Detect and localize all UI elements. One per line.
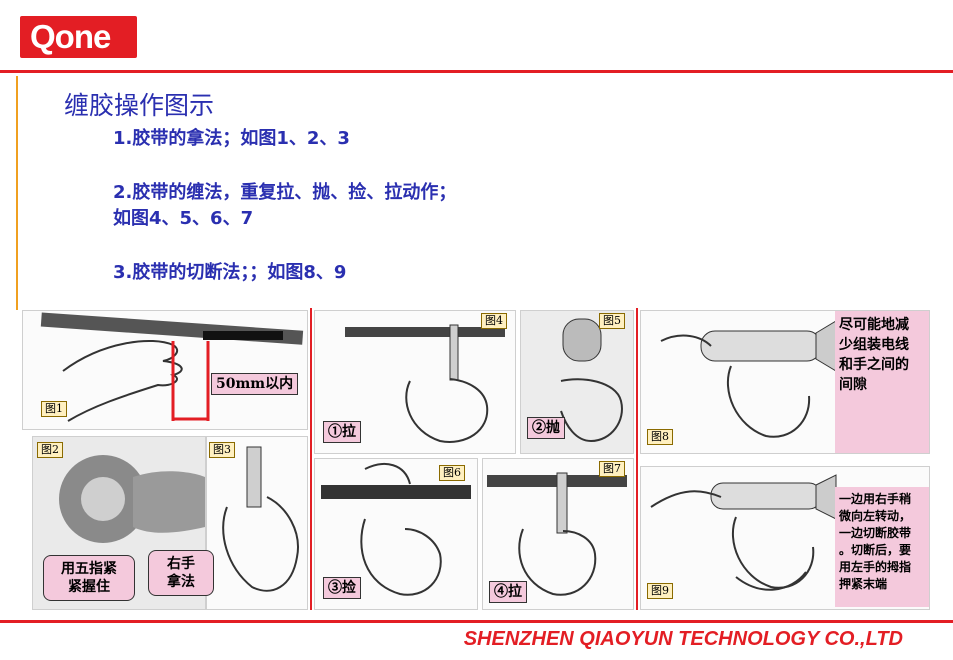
step-3-text: 3.胶带的切断法；；如图8、9	[113, 262, 347, 283]
figure-7-tag: 图7	[599, 461, 625, 477]
figure-2-callout-line-2: 紧握住	[68, 579, 110, 595]
company-logo: Qone	[20, 16, 137, 58]
left-accent-bar	[16, 76, 18, 310]
separator-left	[310, 308, 312, 610]
figure-5-label: ②抛	[527, 417, 565, 439]
step-2-figures: 如图4、5、6、7	[113, 208, 254, 229]
figure-9-note-line-5: 用左手的拇指	[839, 560, 912, 574]
footer-divider	[0, 620, 953, 623]
figure-9-note-line-4: 。切断后，要	[839, 543, 912, 557]
figure-4-panel: 图4 ①拉	[314, 310, 516, 454]
figure-3-callout-line-1: 右手	[167, 556, 195, 572]
figure-3-callout: 右手 拿法	[148, 550, 214, 596]
figure-3-tag: 图3	[209, 442, 235, 458]
figure-8-note-line-4: 间隙	[839, 377, 867, 393]
figure-8-drawing	[660, 320, 837, 438]
figure-7-panel: 图7 ④拉	[482, 458, 634, 610]
figure-9-note-line-1: 一边用右手稍	[839, 492, 912, 506]
page-title: 缠胶操作图示	[64, 91, 215, 120]
figure-1-tag: 图1	[41, 401, 67, 417]
figure-3-drawing	[222, 446, 299, 592]
logo-text: Qone	[30, 18, 111, 55]
figure-1-measure-label: 50mm以内	[211, 373, 299, 395]
figure-9-note-line-3: 一边切断胶带	[839, 526, 912, 540]
figure-8-note-line-3: 和手之间的	[839, 357, 909, 373]
figure-9-panel: 图9 一边用右手稍 微向左转动， 一边切断胶带 。切断后，要 用左手的拇指 押紧…	[640, 466, 930, 610]
step-1-text: 1.胶带的拿法；如图1、2、3	[113, 128, 350, 149]
figure-6-panel: 图6 ③捡	[314, 458, 478, 610]
step-2-text: 2.胶带的缠法，重复拉、抛、捡、拉动作；	[113, 182, 457, 203]
figure-2-tag: 图2	[37, 442, 63, 458]
figure-8-tag: 图8	[647, 429, 673, 445]
figure-5-tag: 图5	[599, 313, 625, 329]
header-divider	[0, 70, 953, 73]
separator-right	[636, 308, 638, 610]
figure-9-drawing	[650, 474, 837, 591]
figure-6-tag: 图6	[439, 465, 465, 481]
figure-5-panel: 图5 ②抛	[520, 310, 634, 454]
figure-8-panel: 图8 尽可能地减 少组装电线 和手之间的 间隙	[640, 310, 930, 454]
figure-8-note: 尽可能地减 少组装电线 和手之间的 间隙	[835, 311, 929, 453]
figure-8-note-line-1: 尽可能地减	[839, 317, 909, 333]
figure-7-label: ④拉	[489, 581, 527, 603]
figure-2-callout-line-1: 用五指紧	[61, 561, 117, 577]
figure-4-label: ①拉	[323, 421, 361, 443]
figure-6-drawing	[321, 463, 471, 596]
figure-1-panel: 图1 50mm以内	[22, 310, 308, 430]
figure-9-note: 一边用右手稍 微向左转动， 一边切断胶带 。切断后，要 用左手的拇指 押紧末端	[835, 487, 929, 607]
footer-company-name: SHENZHEN QIAOYUN TECHNOLOGY CO.,LTD	[463, 628, 903, 650]
figure-8-note-line-2: 少组装电线	[839, 337, 909, 353]
figure-4-drawing	[345, 324, 505, 443]
figure-2-callout: 用五指紧 紧握住	[43, 555, 135, 601]
figure-7-drawing	[487, 472, 627, 596]
figure-1-drawing	[40, 312, 304, 422]
figure-9-note-line-6: 押紧末端	[839, 577, 888, 591]
figure-9-note-line-2: 微向左转动，	[839, 509, 912, 523]
figure-3-panel: 图3	[206, 436, 308, 610]
figure-6-label: ③捡	[323, 577, 361, 599]
figure-9-tag: 图9	[647, 583, 673, 599]
figure-3-callout-line-2: 拿法	[167, 574, 195, 590]
figure-4-tag: 图4	[481, 313, 507, 329]
